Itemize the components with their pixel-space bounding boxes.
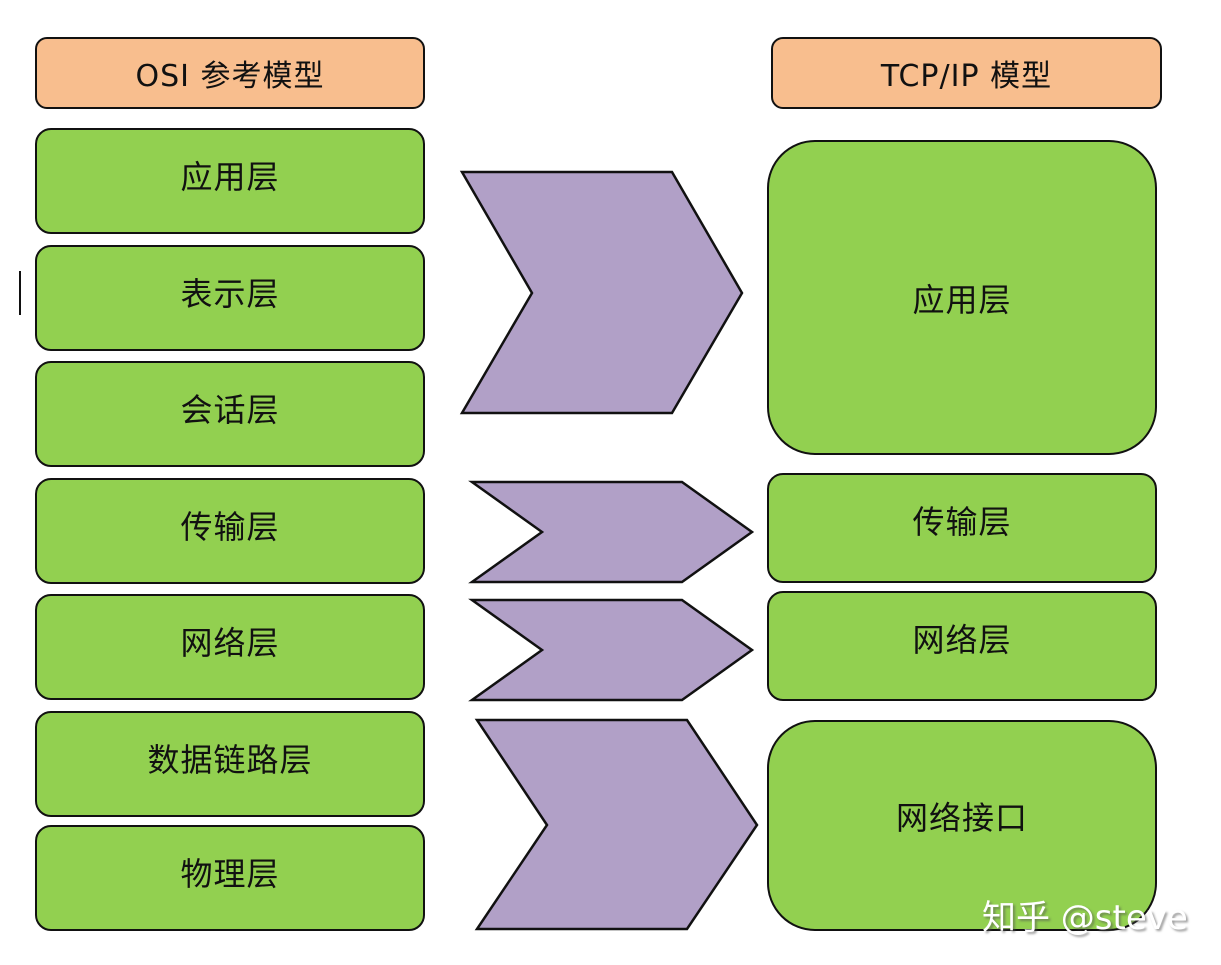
tcpip-layer-network: 网络层 xyxy=(767,591,1157,701)
tcpip-layer-label: 传输层 xyxy=(912,503,1012,541)
osi-layer-label: 传输层 xyxy=(180,508,280,546)
chevron-arrow-network xyxy=(468,598,755,702)
osi-layer-label: 会话层 xyxy=(180,391,280,429)
osi-model-title: OSI 参考模型 xyxy=(135,59,325,94)
osi-layer-data-link: 数据链路层 xyxy=(35,711,425,817)
chevron-arrow-transport xyxy=(468,480,755,584)
osi-layer-label: 网络层 xyxy=(180,624,280,662)
watermark: 知乎 @steve xyxy=(982,898,1188,938)
tcpip-layer-label: 网络层 xyxy=(912,621,1012,659)
tcpip-layer-transport: 传输层 xyxy=(767,473,1157,583)
osi-layer-application: 应用层 xyxy=(35,128,425,234)
osi-model-header: OSI 参考模型 xyxy=(35,37,425,109)
tcpip-layer-label: 网络接口 xyxy=(895,798,1028,837)
osi-layer-presentation: 表示层 xyxy=(35,245,425,351)
osi-layer-label: 物理层 xyxy=(180,855,280,893)
chevron-arrow-application xyxy=(459,170,744,415)
osi-layer-transport: 传输层 xyxy=(35,478,425,584)
chevron-arrow-network-interface xyxy=(474,718,759,931)
tcpip-model-title: TCP/IP 模型 xyxy=(880,59,1053,94)
tcpip-model-header: TCP/IP 模型 xyxy=(771,37,1162,109)
osi-layer-label: 应用层 xyxy=(180,158,280,196)
osi-layer-label: 表示层 xyxy=(180,275,280,313)
tcpip-layer-application: 应用层 xyxy=(767,140,1157,455)
tcpip-layer-label: 应用层 xyxy=(912,280,1012,319)
text-cursor xyxy=(19,271,21,315)
osi-layer-session: 会话层 xyxy=(35,361,425,467)
tcpip-layer-network-interface: 网络接口 xyxy=(767,720,1157,931)
osi-layer-network: 网络层 xyxy=(35,594,425,700)
osi-layer-label: 数据链路层 xyxy=(147,741,313,779)
osi-layer-physical: 物理层 xyxy=(35,825,425,931)
